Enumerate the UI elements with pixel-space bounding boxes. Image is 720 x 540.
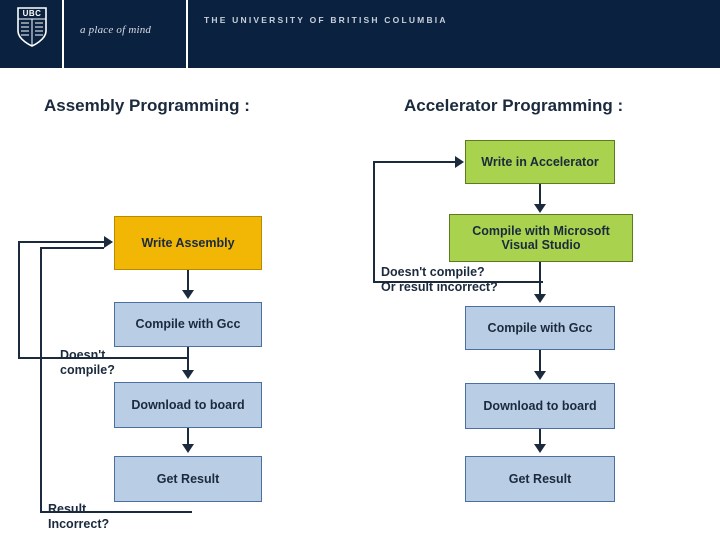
right-loop-label: Doesn't compile? Or result incorrect? <box>381 265 498 294</box>
left-loop2-vertical <box>40 247 42 513</box>
right-column-title: Accelerator Programming : <box>404 96 624 115</box>
flow-box-right-compile-gcc[interactable]: Compile with Gcc <box>465 306 615 350</box>
header-tagline: a place of mind <box>80 24 152 36</box>
arrow-line-right-1 <box>539 184 541 204</box>
ubc-logo: UBC <box>14 7 50 53</box>
left-loop2-horizontal <box>40 511 192 513</box>
flow-box-compile-visual-studio[interactable]: Compile with Microsoft Visual Studio <box>449 214 633 262</box>
left-loop2-return <box>40 247 104 249</box>
left-loop1-arrowhead <box>104 236 113 248</box>
flow-box-write-assembly[interactable]: Write Assembly <box>114 216 262 270</box>
left-loop2-label: Result Incorrect? <box>48 502 110 531</box>
arrow-head-left-3 <box>182 444 194 453</box>
arrow-line-right-3 <box>539 350 541 371</box>
left-column-title: Assembly Programming : <box>44 96 250 115</box>
flow-box-left-get-result[interactable]: Get Result <box>114 456 262 502</box>
flow-box-right-download-to-board[interactable]: Download to board <box>465 383 615 429</box>
arrow-head-left-1 <box>182 290 194 299</box>
left-loop1-return <box>18 241 104 243</box>
arrow-line-left-3 <box>187 428 189 444</box>
logo-wordmark: UBC <box>22 9 42 18</box>
right-loop-arrowhead <box>455 156 464 168</box>
header-divider-2 <box>186 0 188 68</box>
arrow-head-right-1 <box>534 204 546 213</box>
arrow-line-left-2 <box>187 347 189 370</box>
arrow-head-left-2 <box>182 370 194 379</box>
arrow-line-left-1 <box>187 270 189 290</box>
left-loop1-horizontal <box>18 357 188 359</box>
arrow-head-right-3 <box>534 371 546 380</box>
arrow-head-right-2 <box>534 294 546 303</box>
right-loop-vertical <box>373 162 375 283</box>
arrow-line-right-4 <box>539 429 541 444</box>
flow-box-right-get-result[interactable]: Get Result <box>465 456 615 502</box>
flow-box-left-download-to-board[interactable]: Download to board <box>114 382 262 428</box>
header-bottom-rule <box>0 68 720 72</box>
header-divider-1 <box>62 0 64 68</box>
arrow-head-right-4 <box>534 444 546 453</box>
right-loop-return <box>373 161 455 163</box>
page-header <box>0 0 720 72</box>
arrow-line-right-2 <box>539 262 541 294</box>
flow-box-write-in-accelerator[interactable]: Write in Accelerator <box>465 140 615 184</box>
flow-box-left-compile-gcc[interactable]: Compile with Gcc <box>114 302 262 347</box>
shield-icon <box>17 7 47 47</box>
header-university-name: THE UNIVERSITY OF BRITISH COLUMBIA <box>204 15 448 25</box>
right-loop-horizontal <box>373 281 543 283</box>
left-loop1-vertical <box>18 241 20 359</box>
left-loop1-label: Doesn't compile? <box>60 348 115 377</box>
